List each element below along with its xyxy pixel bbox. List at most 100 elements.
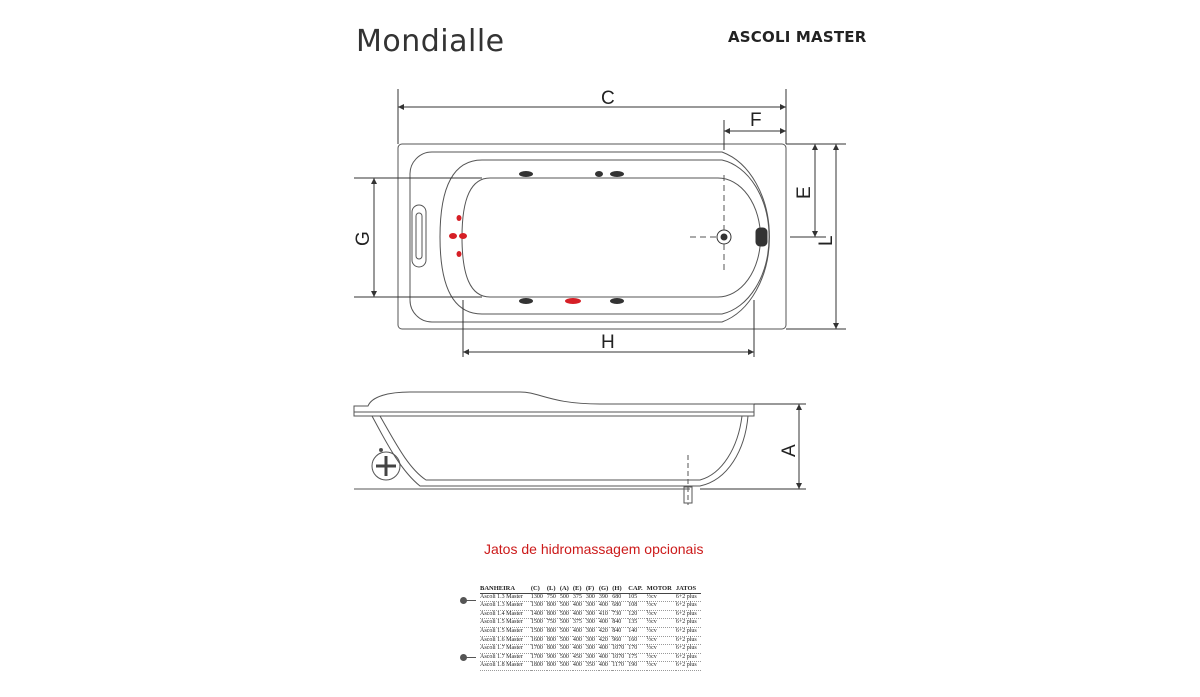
table-cell: 300 <box>585 644 599 654</box>
table-cell: 400 <box>572 610 586 620</box>
table-cell: ½cv <box>646 593 676 603</box>
table-cell: Ascoli 1.3 Master <box>480 593 531 603</box>
table-marker-line <box>466 657 476 658</box>
table-cell: 800 <box>546 601 560 611</box>
spec-table-column-header: (G) <box>598 585 613 594</box>
top-view <box>397 143 787 330</box>
table-cell: 300 <box>585 627 599 637</box>
table-cell: 500 <box>559 618 573 628</box>
table-cell: Ascoli 1.5 Master <box>480 627 531 637</box>
table-cell: ½cv <box>646 644 676 654</box>
table-cell: 1500 <box>530 627 547 637</box>
table-cell: 1700 <box>530 653 547 663</box>
table-cell: 840 <box>612 627 629 637</box>
table-cell: 6+2 plus <box>675 644 701 654</box>
table-cell: 175 <box>628 653 647 663</box>
table-cell: 400 <box>572 644 586 654</box>
table-cell: 1600 <box>530 636 547 646</box>
jet-bottom-1 <box>519 298 533 304</box>
table-cell: 170 <box>628 644 647 654</box>
overflow-icon <box>755 227 768 247</box>
table-marker-dot <box>460 597 467 604</box>
label-e: E <box>794 186 815 199</box>
table-cell: Ascoli 1.7 Master <box>480 644 531 654</box>
table-cell: Ascoli 1.4 Master <box>480 610 531 620</box>
table-cell: 160 <box>628 636 647 646</box>
dimension-h <box>462 300 755 357</box>
table-cell: 6+2 plus <box>675 610 701 620</box>
spec-table-column-header: MOTOR <box>646 585 676 594</box>
table-cell: 300 <box>585 601 599 611</box>
table-cell: 730 <box>612 610 629 620</box>
table-cell: 1070 <box>612 653 629 663</box>
table-cell: 800 <box>546 627 560 637</box>
table-cell: 500 <box>559 636 573 646</box>
dimension-a <box>700 403 806 490</box>
tub-basin-outline <box>439 159 770 315</box>
label-h: H <box>601 332 615 353</box>
table-cell: Ascoli 1.8 Master <box>480 661 531 671</box>
table-cell: 300 <box>585 636 599 646</box>
label-l: L <box>816 235 837 246</box>
table-cell: Ascoli 1.7 Master <box>480 653 531 663</box>
motor-icon <box>371 451 401 481</box>
spec-table-column-header: (A) <box>559 585 573 594</box>
table-cell: 500 <box>559 653 573 663</box>
table-cell: ½cv <box>646 653 676 663</box>
table-cell: ½cv <box>646 601 676 611</box>
table-cell: 1070 <box>612 644 629 654</box>
jet-bottom-red <box>565 298 581 304</box>
jet-head-red-4 <box>456 251 462 257</box>
dimension-c <box>397 89 787 144</box>
table-cell: 800 <box>546 636 560 646</box>
table-cell: 500 <box>559 593 573 603</box>
label-c: C <box>601 88 615 109</box>
table-cell: 500 <box>559 601 573 611</box>
headrest <box>411 204 427 268</box>
table-cell: 1300 <box>530 593 547 603</box>
table-cell: Ascoli 1.3 Master <box>480 601 531 611</box>
table-cell: 390 <box>598 593 613 603</box>
spec-table-column-header: CAP. <box>628 585 647 594</box>
table-marker-line <box>466 600 476 601</box>
tub-inner-rim <box>409 151 770 323</box>
model-title: ASCOLI MASTER <box>728 28 867 46</box>
table-cell: 800 <box>546 610 560 620</box>
table-cell: 6+2 plus <box>675 661 701 671</box>
spec-table-column-header: (C) <box>530 585 547 594</box>
table-cell: 400 <box>598 601 613 611</box>
dimension-l <box>786 143 846 330</box>
table-cell: 400 <box>598 653 613 663</box>
table-cell: ½cv <box>646 618 676 628</box>
table-cell: ½cv <box>646 661 676 671</box>
table-cell: 1700 <box>530 644 547 654</box>
jet-head-red-2 <box>449 233 457 239</box>
table-cell: 500 <box>559 644 573 654</box>
table-cell: 410 <box>598 610 613 620</box>
table-cell: 1300 <box>530 601 547 611</box>
table-cell: 120 <box>628 610 647 620</box>
table-cell: 750 <box>546 618 560 628</box>
spec-table-column-header: (L) <box>546 585 560 594</box>
table-cell: ½cv <box>646 610 676 620</box>
side-view <box>353 391 755 505</box>
spec-table-column-header: (E) <box>572 585 586 594</box>
table-cell: ½cv <box>646 636 676 646</box>
table-cell: 680 <box>612 593 629 603</box>
table-cell: 450 <box>572 653 586 663</box>
table-cell: 1500 <box>530 618 547 628</box>
table-cell: 400 <box>572 661 586 671</box>
table-cell: 960 <box>612 636 629 646</box>
table-cell: 500 <box>559 661 573 671</box>
table-cell: 300 <box>585 618 599 628</box>
table-cell: 6+2 plus <box>675 601 701 611</box>
